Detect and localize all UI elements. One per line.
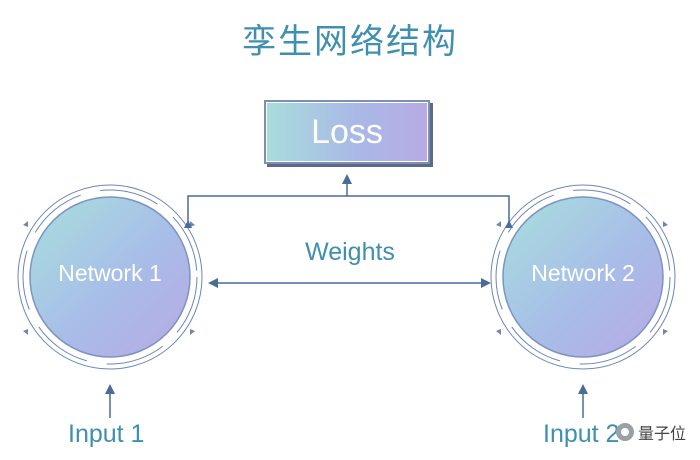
- wechat-logo-icon: [615, 423, 634, 441]
- network-2-label: Network 2: [531, 260, 635, 286]
- watermark: 量子位: [615, 420, 686, 444]
- weights-label: Weights: [305, 238, 395, 266]
- loss-connector: [184, 174, 513, 228]
- diagram-title: 孪生网络结构: [242, 22, 458, 62]
- network-1-node: [17, 184, 203, 370]
- input-1-label: Input 1: [68, 420, 145, 448]
- loss-box: Loss: [266, 102, 428, 162]
- watermark-text: 量子位: [637, 424, 686, 443]
- input-2-label: Input 2: [543, 420, 620, 448]
- network-1-label: Network 1: [58, 260, 162, 286]
- network-2-node: [490, 184, 676, 370]
- loss-label: Loss: [311, 112, 383, 151]
